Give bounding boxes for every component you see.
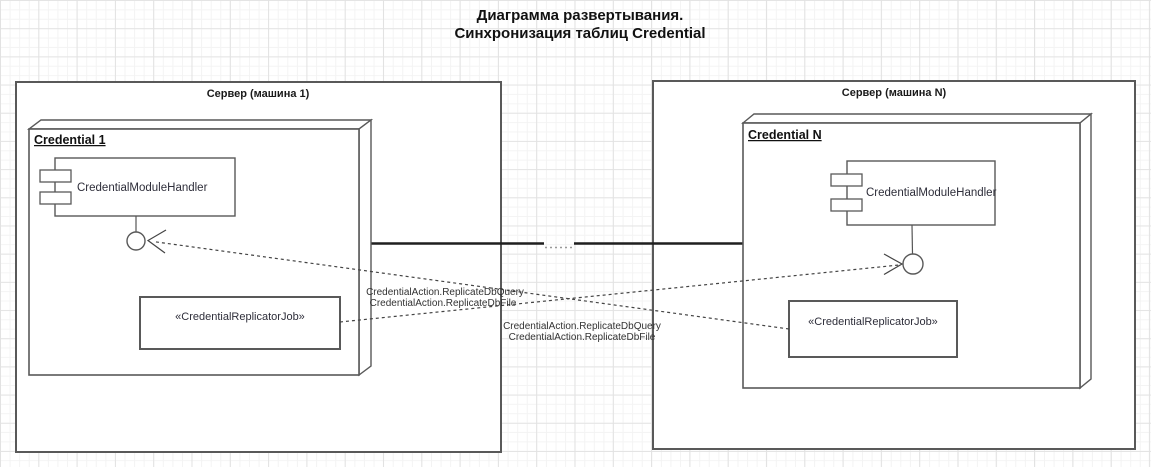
node-1-side-face — [358, 118, 372, 377]
node-n-title: Credential N — [748, 128, 822, 142]
node-n-top-face — [741, 113, 1093, 124]
dependency-line-right-to-left — [152, 240, 790, 330]
component-n-body — [846, 160, 996, 226]
dependency-2-line2: CredentialAction.ReplicateDbFile — [509, 332, 656, 343]
server-n-label: Сервер (машина N) — [842, 87, 947, 99]
node-n-side-face — [1079, 112, 1092, 390]
node-credential-1: Credential 1 CredentialModuleHandler «Cr… — [26, 118, 374, 377]
job-box-1 — [139, 296, 341, 350]
node-1-title: Credential 1 — [34, 133, 106, 147]
interface-circle-icon-1 — [126, 231, 146, 251]
component-icon — [830, 173, 863, 212]
component-credentialmodulehandler-1: CredentialModuleHandler — [39, 157, 236, 217]
component-credentialmodulehandler-n: CredentialModuleHandler — [830, 160, 997, 226]
node-1-top-face — [26, 119, 374, 130]
component-n-label: CredentialModuleHandler — [866, 187, 997, 199]
dependency-1-line1: CredentialAction.ReplicateDbQuery — [366, 287, 524, 298]
component-icon — [39, 169, 72, 205]
dependency-line-left-to-right — [339, 264, 900, 323]
diagram-title-line1: Диаграмма развертывания. — [477, 7, 684, 24]
dependency-label-1: CredentialAction.ReplicateDbQuery Creden… — [366, 287, 524, 309]
interface-circle-icon-n — [902, 253, 924, 275]
dependency-arrowhead-icon-left — [146, 229, 167, 254]
diagram-title-line2: Синхронизация таблиц Credential — [454, 25, 705, 42]
dependency-arrowhead-icon-right — [883, 253, 904, 276]
component-1-label: CredentialModuleHandler — [77, 182, 208, 194]
dependency-1-line2: CredentialAction.ReplicateDbFile — [370, 298, 517, 309]
job-1-label: «CredentialReplicatorJob» — [175, 311, 305, 323]
component-1-body — [54, 157, 236, 217]
interface-stem-n — [911, 224, 914, 255]
node-credential-n: Credential N CredentialModuleHandler «Cr… — [741, 112, 1093, 390]
server-1-label: Сервер (машина 1) — [207, 88, 310, 100]
job-n-label: «CredentialReplicatorJob» — [808, 316, 938, 328]
job-box-n — [788, 300, 958, 358]
dependency-2-line1: CredentialAction.ReplicateDbQuery — [503, 321, 661, 332]
dependency-label-2: CredentialAction.ReplicateDbQuery Creden… — [503, 321, 661, 343]
